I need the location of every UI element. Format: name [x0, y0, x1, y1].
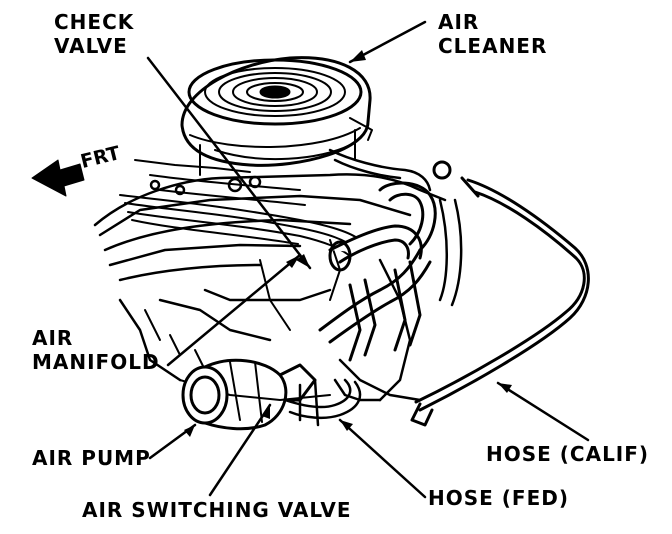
air-cleaner-label-line1: AIR — [438, 10, 480, 34]
check-valve-label: CHECK VALVE — [54, 10, 134, 58]
hose-fed-label: HOSE (FED) — [428, 486, 569, 510]
air-cleaner-label-line2: CLEANER — [438, 34, 548, 58]
check-valve-label-line2: VALVE — [54, 34, 128, 58]
air-cleaner-label: AIR CLEANER — [438, 10, 547, 58]
leader-lines — [146, 20, 590, 499]
air-pump-label: AIR PUMP — [32, 446, 151, 470]
air-cleaner-drawing — [180, 56, 373, 176]
air-manifold-label: AIR MANIFOLD — [32, 326, 160, 374]
check-valve-label-line1: CHECK — [54, 10, 135, 34]
air-manifold-drawing — [318, 248, 432, 362]
air-pump-drawing — [181, 358, 317, 431]
front-arrow — [31, 159, 85, 197]
air-manifold-label-line2: MANIFOLD — [32, 350, 160, 374]
plug-wires-drawing — [119, 194, 361, 257]
leader-arrowheads — [184, 50, 512, 437]
air-manifold-label-line1: AIR — [32, 326, 74, 350]
check-valve-drawing — [328, 181, 437, 272]
air-switching-valve-label: AIR SWITCHING VALVE — [82, 498, 352, 522]
calif-hose-drawing — [410, 160, 590, 427]
cleaner-hose-drawing — [328, 148, 463, 307]
hose-calif-label: HOSE (CALIF) — [486, 442, 650, 466]
switching-valve-drawing — [283, 378, 382, 427]
